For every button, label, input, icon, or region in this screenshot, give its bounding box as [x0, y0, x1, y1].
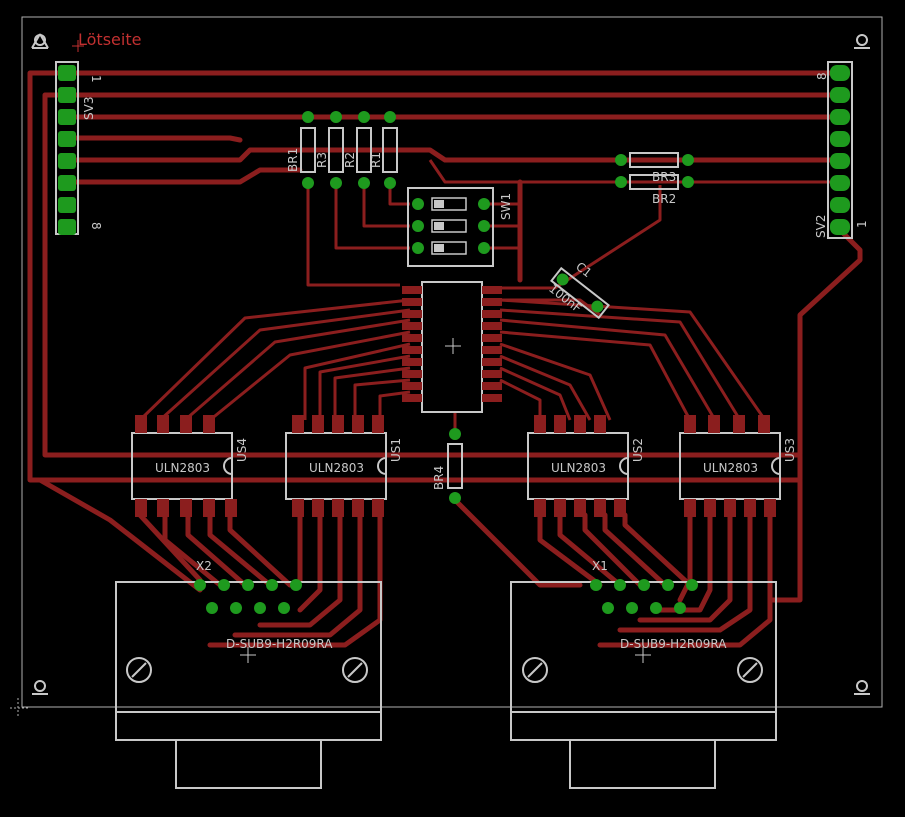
us3-label: US3: [783, 438, 797, 462]
mounting-hole-bottom-right: [854, 680, 870, 695]
resistor-array: BR1 R3 R2 R1: [286, 111, 398, 189]
sv3-label: SV3: [82, 97, 96, 120]
c1-value-label: 100nF: [546, 281, 584, 315]
r2-label: R2: [343, 152, 357, 168]
bridges-br2-br3: BR3 BR2: [615, 152, 694, 206]
layer-title: Lötseite: [78, 30, 141, 49]
header-sv3: SV3 1 8: [55, 61, 103, 235]
br3-label: BR3: [652, 170, 676, 184]
us4-label: US4: [235, 438, 249, 462]
sv3-pin8-label: 8: [89, 222, 103, 230]
br1-label: BR1: [286, 148, 300, 172]
us1-label: US1: [389, 438, 403, 462]
br2-label: BR2: [652, 192, 676, 206]
connector-x2: X2 D-SUB9-H2R09RA: [115, 559, 382, 789]
c1-label: C1: [573, 259, 594, 280]
board-outline: [21, 16, 883, 708]
traces: [27, 70, 863, 648]
sv2-pin1-label: 1: [855, 220, 869, 228]
us2-chip-label: ULN2803: [551, 461, 606, 475]
chip-us4: ULN2803 US4: [131, 415, 249, 517]
mounting-hole-bottom-left: [32, 680, 48, 695]
sv3-pin1-label: 1: [89, 75, 103, 83]
r1-label: R1: [369, 152, 383, 168]
x2-label: X2: [196, 559, 212, 573]
us3-chip-label: ULN2803: [703, 461, 758, 475]
mounting-hole-top-right: [854, 34, 870, 49]
chip-us3: ULN2803 US3: [679, 415, 797, 517]
br4-label: BR4: [432, 466, 446, 490]
mounting-hole-top-left: [31, 33, 49, 49]
chip-us2: ULN2803 US2: [527, 415, 645, 517]
sv2-pin8-label: 8: [815, 72, 829, 80]
r3-label: R3: [315, 152, 329, 168]
us2-label: US2: [631, 438, 645, 462]
x2-type-label: D-SUB9-H2R09RA: [226, 637, 333, 651]
main-ic: [402, 281, 502, 413]
us4-chip-label: ULN2803: [155, 461, 210, 475]
sw1-label: SW1: [499, 193, 513, 220]
sv2-outline: [827, 61, 853, 239]
x1-type-label: D-SUB9-H2R09RA: [620, 637, 727, 651]
x1-label: X1: [592, 559, 608, 573]
sv2-label: SV2: [814, 215, 828, 238]
connector-x1: X1 D-SUB9-H2R09RA: [510, 559, 777, 789]
us1-chip-label: ULN2803: [309, 461, 364, 475]
switch-sw1: SW1: [407, 187, 513, 267]
capacitor-c1: [550, 266, 610, 320]
header-sv2: SV2 1 8: [814, 61, 869, 239]
chip-us1: ULN2803 US1: [285, 415, 403, 517]
bridge-br4: BR4: [432, 428, 463, 504]
